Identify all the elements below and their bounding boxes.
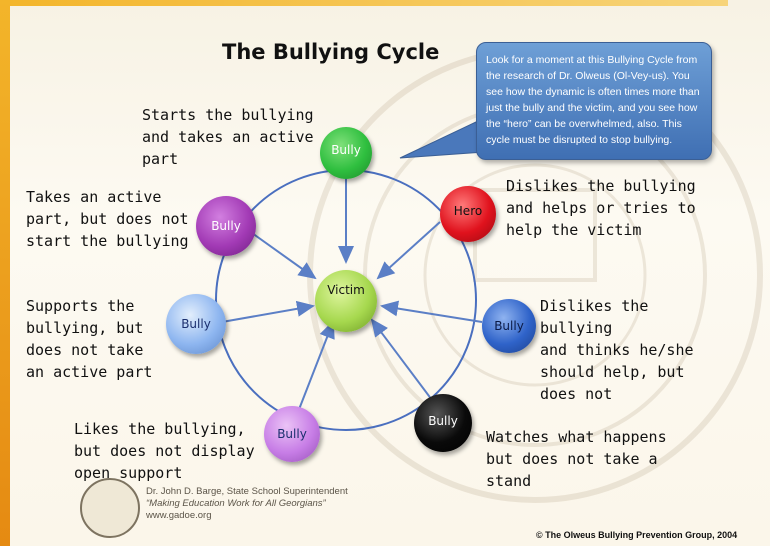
footer-superintendent: Dr. John D. Barge, State School Superint…	[146, 486, 348, 497]
footer-website: www.gadoe.org	[146, 510, 212, 521]
bully-upper-left-node: Bully	[196, 196, 256, 256]
bully-upper-left-label: Bully	[211, 219, 241, 233]
label-dislikes-thinks: Dislikes the bullying and thinks he/she …	[540, 297, 694, 403]
explanation-callout	[476, 42, 712, 160]
victim-node: Victim	[315, 270, 377, 332]
arrow-hero-to-victim	[376, 221, 441, 280]
explanation-callout-text: Look for a moment at this Bullying Cycle…	[486, 54, 700, 146]
bully-bottom-right-label: Bully	[428, 414, 458, 428]
arrow-bottom-right-to-victim	[370, 318, 433, 401]
bully-right-node: Bully	[482, 299, 536, 353]
arrow-right-to-victim	[380, 300, 483, 323]
bully-bottom-right-node: Bully	[414, 394, 472, 452]
victim-label: Victim	[327, 283, 365, 297]
arrow-left-to-victim	[221, 300, 315, 323]
bully-left-node: Bully	[166, 294, 226, 354]
arrow-bottom-left-to-victim	[297, 320, 335, 413]
left-accent-bar	[0, 0, 10, 546]
arrow-upper-left-to-victim	[244, 227, 317, 280]
hero-node: Hero	[440, 186, 496, 242]
label-takes-active-part: Takes an active part, but does not start…	[26, 188, 189, 250]
copyright-notice: © The Olweus Bullying Prevention Group, …	[536, 530, 738, 540]
bully-bottom-left-label: Bully	[277, 427, 307, 441]
department-of-education-seal	[80, 478, 140, 538]
label-dislikes-helps: Dislikes the bullying and helps or tries…	[506, 177, 696, 239]
hero-label: Hero	[453, 204, 483, 218]
top-accent-bar	[0, 0, 728, 6]
bully-right-label: Bully	[494, 319, 524, 333]
footer-slogan: “Making Education Work for All Georgians…	[146, 498, 326, 509]
bully-top-label: Bully	[331, 143, 361, 157]
bully-top-node: Bully	[320, 127, 372, 179]
label-starts-bullying: Starts the bullying and takes an active …	[142, 106, 314, 168]
label-likes-bullying: Likes the bullying, but does not display…	[74, 420, 255, 482]
page-title: The Bullying Cycle	[222, 40, 440, 64]
bully-left-label: Bully	[181, 317, 211, 331]
bully-bottom-left-node: Bully	[264, 406, 320, 462]
label-watches: Watches what happens but does not take a…	[486, 428, 667, 490]
footer-info: Dr. John D. Barge, State School Superint…	[146, 486, 348, 522]
label-supports-bullying: Supports the bullying, but does not take…	[26, 297, 153, 381]
